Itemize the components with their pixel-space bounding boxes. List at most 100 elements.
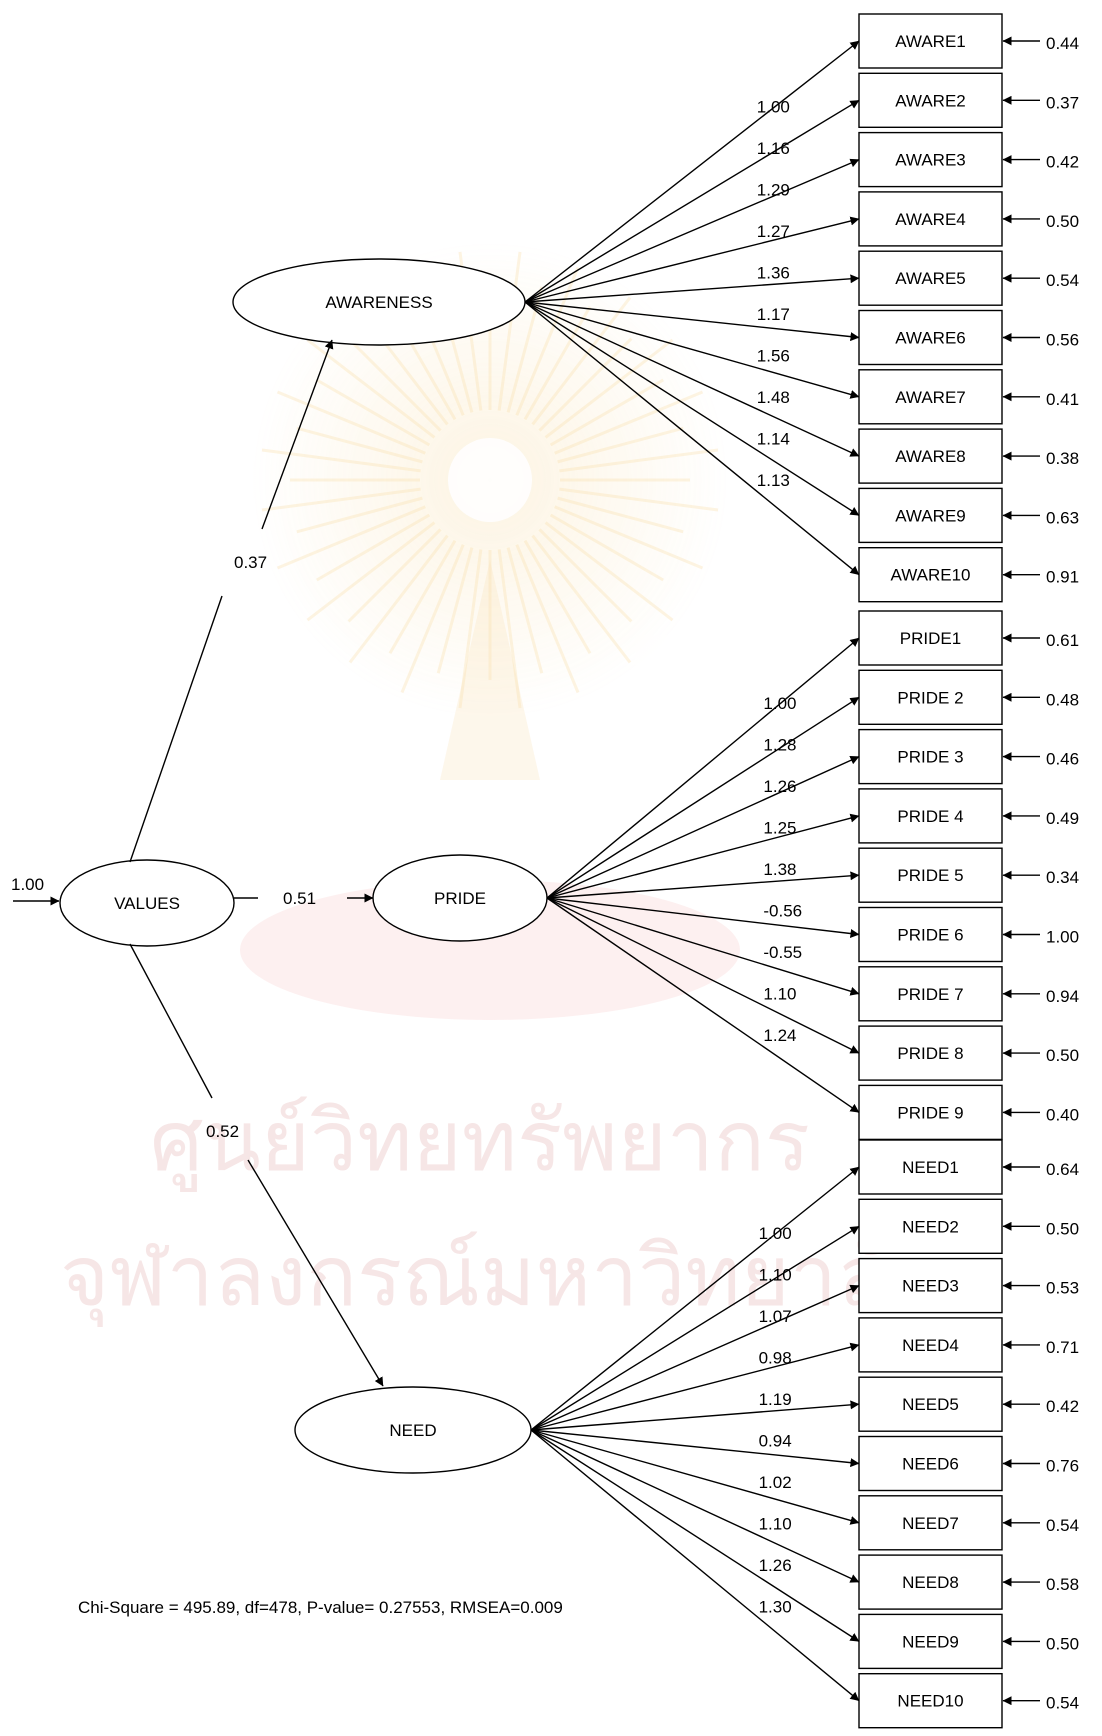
- indicator-label: AWARE3: [895, 151, 966, 170]
- error-variance: 0.37: [1046, 93, 1079, 112]
- loading-path-need6: [531, 1430, 859, 1464]
- error-variance: 0.50: [1046, 1219, 1079, 1238]
- latent-need-label: NEED: [389, 1421, 436, 1440]
- indicator-label: AWARE9: [895, 506, 966, 525]
- error-variance: 0.64: [1046, 1160, 1079, 1179]
- loading-coefficient: 1.07: [759, 1307, 792, 1326]
- error-variance: 0.71: [1046, 1338, 1079, 1357]
- loading-coefficient: 1.28: [763, 736, 796, 755]
- indicator-label: NEED3: [902, 1277, 959, 1296]
- indicator-label: AWARE4: [895, 210, 966, 229]
- indicator-label: NEED8: [902, 1573, 959, 1592]
- loading-coefficient: 1.30: [759, 1597, 792, 1616]
- indicator-label: NEED9: [902, 1632, 959, 1651]
- indicator-label: PRIDE 5: [897, 866, 963, 885]
- indicator-label: NEED2: [902, 1217, 959, 1236]
- indicator-label: NEED10: [897, 1692, 963, 1711]
- loading-path-pride3: [547, 757, 859, 898]
- loading-path-pride2: [547, 697, 859, 898]
- error-variance: 0.34: [1046, 868, 1079, 887]
- loading-path-need9: [531, 1430, 859, 1641]
- indicator-label: PRIDE 7: [897, 985, 963, 1004]
- error-variance: 0.49: [1046, 809, 1079, 828]
- loading-coefficient: 1.24: [763, 1026, 796, 1045]
- loading-path-need7: [531, 1430, 859, 1523]
- indicator-label: PRIDE 4: [897, 807, 963, 826]
- loading-coefficient: 1.02: [759, 1473, 792, 1492]
- latent-awareness-label: AWARENESS: [325, 293, 432, 312]
- loading-path-pride4: [547, 816, 859, 898]
- loading-coefficient: 1.26: [759, 1556, 792, 1575]
- error-variance: 1.00: [1046, 928, 1079, 947]
- watermark-line-1: ศูนย์วิทยทรัพยากร: [150, 1092, 810, 1192]
- loading-coefficient: -0.55: [763, 943, 802, 962]
- loading-path-need10: [531, 1430, 859, 1701]
- loading-coefficient: 1.17: [757, 305, 790, 324]
- indicator-label: PRIDE 6: [897, 926, 963, 945]
- loading-path-aware2: [525, 100, 859, 302]
- pride-measurement-model: PRIDE1 1.00 0.61PRIDE 2 1.28 0.48PRIDE 3 1.26…: [547, 611, 1079, 1139]
- error-variance: 0.53: [1046, 1279, 1079, 1298]
- error-variance: 0.54: [1046, 1694, 1079, 1713]
- loading-coefficient: -0.56: [763, 902, 802, 921]
- indicator-label: PRIDE1: [900, 629, 961, 648]
- loading-coefficient: 1.10: [763, 985, 796, 1004]
- loading-coefficient: 1.25: [763, 819, 796, 838]
- error-variance: 0.42: [1046, 153, 1079, 172]
- latent-values-label: VALUES: [114, 894, 180, 913]
- coef-values-awareness: 0.37: [234, 553, 267, 572]
- error-variance: 0.58: [1046, 1575, 1079, 1594]
- loading-coefficient: 1.48: [757, 388, 790, 407]
- loading-coefficient: 1.13: [757, 471, 790, 490]
- path-values-awareness-lower: [130, 596, 222, 862]
- loading-coefficient: 1.16: [757, 139, 790, 158]
- indicator-label: AWARE5: [895, 269, 966, 288]
- indicator-label: PRIDE 9: [897, 1103, 963, 1122]
- loading-coefficient: 1.26: [763, 777, 796, 796]
- indicator-label: NEED5: [902, 1395, 959, 1414]
- loading-coefficient: 1.00: [763, 694, 796, 713]
- error-variance: 0.50: [1046, 1634, 1079, 1653]
- indicator-label: NEED7: [902, 1514, 959, 1533]
- fit-statistics: Chi-Square = 495.89, df=478, P-value= 0.…: [78, 1598, 563, 1617]
- indicator-label: AWARE8: [895, 447, 966, 466]
- error-variance: 0.61: [1046, 631, 1079, 650]
- indicator-label: PRIDE 8: [897, 1044, 963, 1063]
- error-variance: 0.94: [1046, 987, 1079, 1006]
- indicator-label: PRIDE 2: [897, 688, 963, 707]
- error-variance: 0.40: [1046, 1105, 1079, 1124]
- loading-coefficient: 1.27: [757, 222, 790, 241]
- loading-coefficient: 1.19: [759, 1390, 792, 1409]
- loading-path-need8: [531, 1430, 859, 1582]
- error-variance: 0.50: [1046, 212, 1079, 231]
- error-variance: 0.38: [1046, 449, 1079, 468]
- indicator-label: AWARE2: [895, 91, 966, 110]
- error-variance: 0.46: [1046, 750, 1079, 769]
- indicator-label: AWARE7: [895, 388, 966, 407]
- loading-coefficient: 0.98: [759, 1348, 792, 1367]
- coef-values-need: 0.52: [206, 1122, 239, 1141]
- loading-coefficient: 0.94: [759, 1431, 792, 1450]
- error-variance: 0.54: [1046, 271, 1079, 290]
- loading-coefficient: 1.36: [757, 263, 790, 282]
- indicator-label: NEED6: [902, 1455, 959, 1474]
- error-variance: 0.48: [1046, 690, 1079, 709]
- loading-coefficient: 1.56: [757, 346, 790, 365]
- indicator-label: AWARE6: [895, 329, 966, 348]
- indicator-label: AWARE10: [891, 566, 971, 585]
- indicator-label: PRIDE 3: [897, 748, 963, 767]
- loading-path-aware1: [525, 41, 859, 302]
- loading-coefficient: 1.10: [759, 1514, 792, 1533]
- error-variance: 0.76: [1046, 1457, 1079, 1476]
- path-values-need-upper: [130, 944, 212, 1098]
- loading-coefficient: 1.29: [757, 180, 790, 199]
- loading-coefficient: 1.00: [757, 97, 790, 116]
- indicator-label: NEED4: [902, 1336, 959, 1355]
- indicator-label: NEED1: [902, 1158, 959, 1177]
- error-variance: 0.63: [1046, 508, 1079, 527]
- error-variance: 0.44: [1046, 34, 1079, 53]
- error-variance: 0.56: [1046, 331, 1079, 350]
- loading-coefficient: 1.38: [763, 860, 796, 879]
- error-variance: 0.50: [1046, 1046, 1079, 1065]
